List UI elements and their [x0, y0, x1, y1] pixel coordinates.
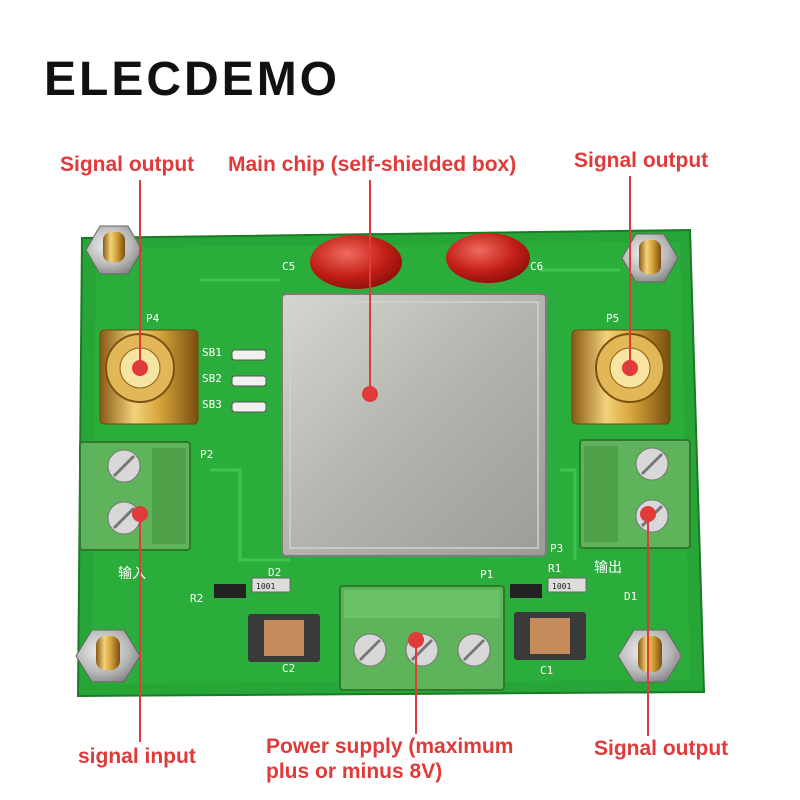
- silk-c2: C2: [282, 662, 295, 675]
- capacitor-c6: [446, 233, 530, 283]
- brand-logo-text: ELECDEMO: [44, 53, 341, 106]
- shielding-box: [281, 293, 547, 557]
- terminal-block-input: [79, 441, 191, 551]
- callout-dot-signal-output-bottom: [640, 506, 656, 522]
- callout-dot-power-supply: [408, 632, 424, 648]
- silk-sb1: SB1: [202, 346, 222, 359]
- silk-p1: P1: [480, 568, 493, 581]
- callout-dot-signal-output-left: [132, 360, 148, 376]
- label-power-supply: Power supply (maximum plus or minus 8V): [266, 735, 514, 784]
- silk-input-cn: 输入: [118, 566, 146, 582]
- silk-d2: D2: [268, 566, 281, 579]
- silk-r2: R2: [190, 592, 203, 605]
- silk-c1: C1: [540, 664, 553, 677]
- label-signal-output-top-left: Signal output: [60, 153, 195, 176]
- silk-sb3: SB3: [202, 398, 222, 411]
- callout-dots: [132, 360, 656, 648]
- standoff-top-left: [85, 225, 143, 275]
- silk-p3: P3: [550, 542, 563, 555]
- callout-dot-main-chip: [362, 386, 378, 402]
- label-signal-input: signal input: [78, 745, 196, 768]
- standoff-bottom-right: [617, 629, 683, 683]
- callout-dot-signal-output-right: [622, 360, 638, 376]
- silk-r-value-right: 1001: [552, 582, 571, 591]
- label-signal-output-top-right: Signal output: [574, 149, 709, 172]
- silk-d1: D1: [624, 590, 637, 603]
- solder-bridges: [231, 349, 267, 413]
- capacitor-c5: [310, 235, 402, 289]
- silk-p5: P5: [606, 312, 619, 325]
- silk-c5: C5: [282, 260, 295, 273]
- silk-r-value-left: 1001: [256, 582, 275, 591]
- smd-components: [214, 577, 587, 662]
- standoff-bottom-left: [75, 629, 141, 683]
- callout-lines: [139, 176, 649, 742]
- silk-c6: C6: [530, 260, 543, 273]
- silk-output-cn: 输出: [594, 560, 622, 576]
- silk-p4: P4: [146, 312, 160, 325]
- label-main-chip: Main chip (self-shielded box): [228, 153, 517, 176]
- silk-r1: R1: [548, 562, 561, 575]
- sma-connector-left: [99, 329, 199, 425]
- label-signal-output-bottom-right: Signal output: [594, 737, 729, 760]
- silk-sb2: SB2: [202, 372, 222, 385]
- terminal-block-output: [579, 439, 691, 549]
- callout-dot-signal-input: [132, 506, 148, 522]
- standoff-top-right: [621, 233, 679, 283]
- sma-connector-right: [571, 329, 671, 425]
- silk-p2: P2: [200, 448, 213, 461]
